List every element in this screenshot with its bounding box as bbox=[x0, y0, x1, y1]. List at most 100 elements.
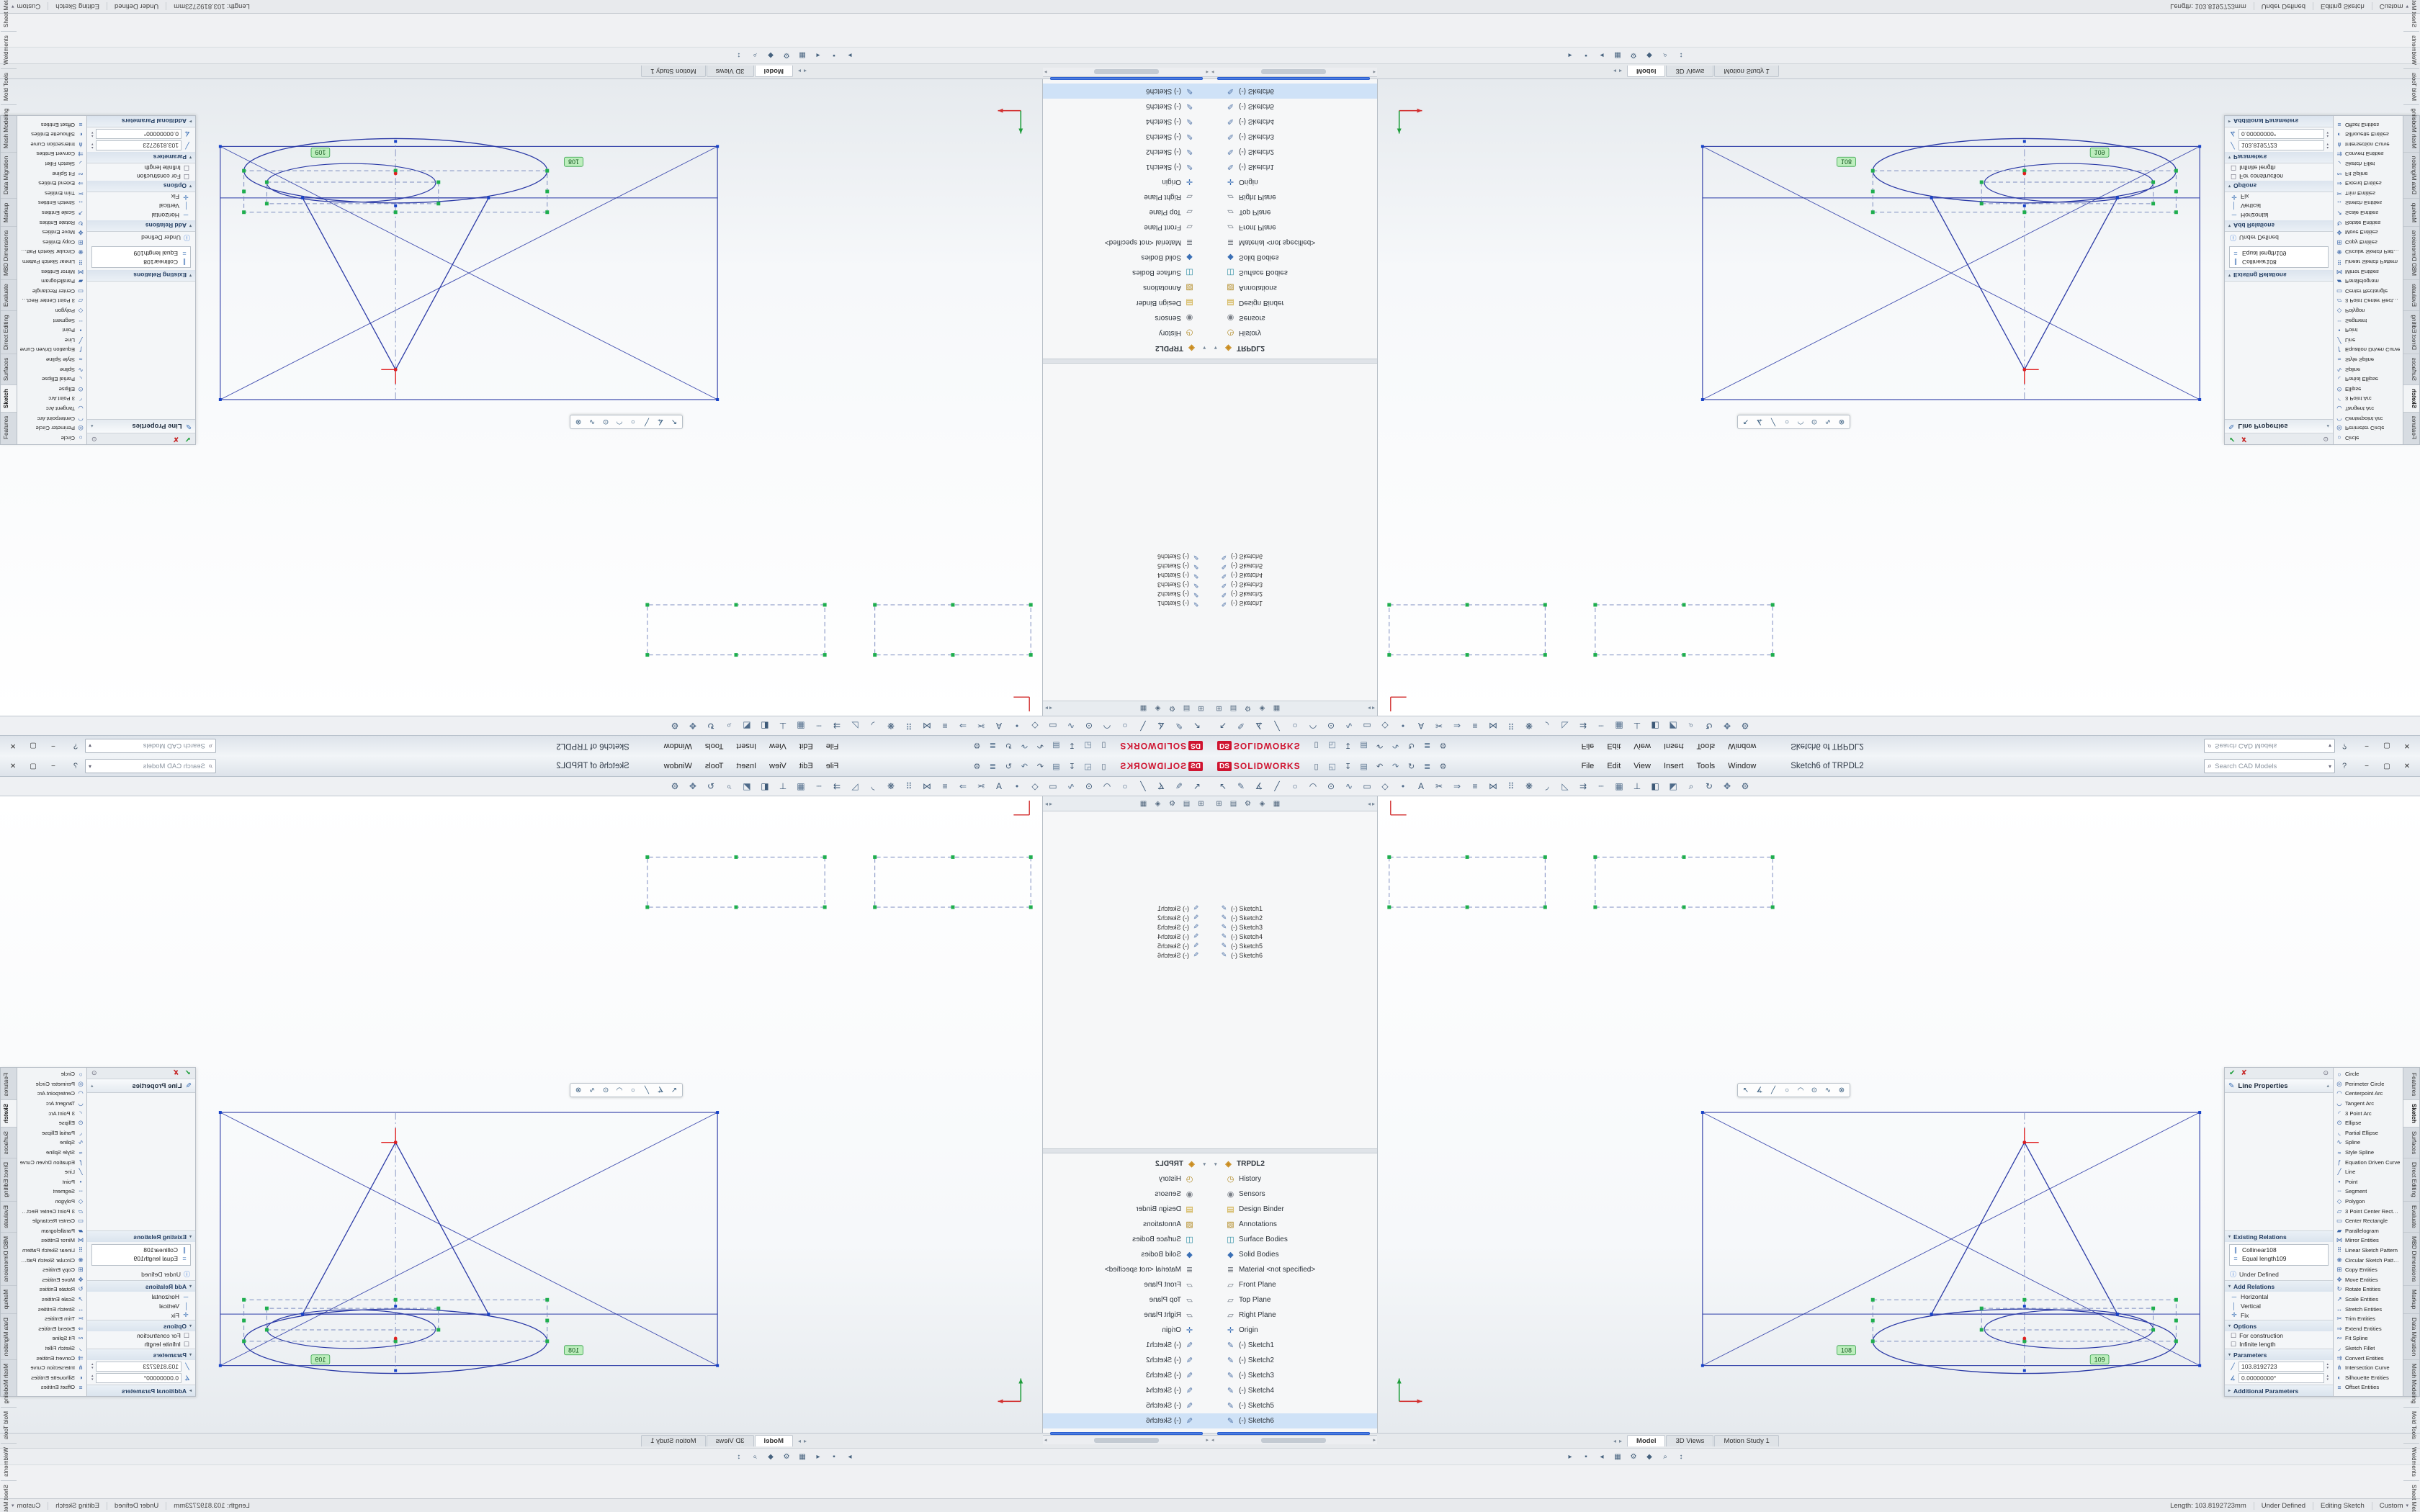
sketch-tool-item[interactable]: ○ Circle bbox=[2334, 1069, 2403, 1079]
toolbar-icon[interactable]: ∡ bbox=[1255, 781, 1263, 791]
sketch-tool-item[interactable]: ≈ Style Spline bbox=[17, 355, 86, 365]
motion-toolbar-icon[interactable]: ▪ bbox=[1585, 1452, 1587, 1461]
menu-item[interactable]: Tools bbox=[1696, 742, 1716, 750]
toolbar-icon[interactable]: A bbox=[996, 781, 1003, 791]
context-toolbar-icon[interactable]: ⊗ bbox=[575, 1086, 582, 1094]
parameter-field[interactable]: ∡ 0.00000000° ▴▾ bbox=[2229, 1373, 2329, 1383]
panel-scroll-arrows[interactable]: ◂▸ bbox=[1368, 801, 1375, 807]
toolbar-icon[interactable]: ❋ bbox=[887, 721, 895, 731]
sketch-tool-item[interactable]: ↻ Rotate Entities bbox=[2334, 217, 2403, 228]
motion-toolbar-icon[interactable]: ↕ bbox=[737, 1452, 741, 1461]
toolbar-icon[interactable]: ✂ bbox=[1435, 721, 1443, 731]
window-control-button[interactable]: ✕ bbox=[2403, 742, 2411, 750]
toolbar-icon[interactable]: ⋈ bbox=[923, 781, 931, 791]
sketch-tool-item[interactable]: ƒ Equation Driven Curve bbox=[2334, 1157, 2403, 1167]
tree-item[interactable]: ◆ Solid Bodies bbox=[1043, 250, 1210, 265]
tree-item[interactable]: ▤ Design Binder bbox=[1043, 1202, 1210, 1217]
tree-item[interactable]: ▱ Right Plane bbox=[1043, 1308, 1210, 1323]
menu-item[interactable]: Edit bbox=[1607, 742, 1621, 750]
toolbar-icon[interactable]: • bbox=[1015, 721, 1019, 731]
menu-item[interactable]: Window bbox=[1728, 742, 1757, 750]
commandmanager-tab[interactable]: Direct Editing bbox=[1, 310, 17, 354]
toolbar-icon[interactable]: ◞ bbox=[871, 721, 875, 731]
toolbar-icon[interactable]: ◠ bbox=[1103, 721, 1111, 731]
tree-item[interactable]: ✎ (-) Sketch2 bbox=[1043, 590, 1210, 599]
add-relation-button[interactable]: ─ Horizontal bbox=[87, 1292, 195, 1301]
tree-item[interactable]: ✎ (-) Sketch6 bbox=[1043, 1413, 1210, 1428]
motion-toolbar-icon[interactable]: ⚙ bbox=[783, 1452, 790, 1461]
tree-item[interactable]: ✎ (-) Sketch2 bbox=[1210, 590, 1377, 599]
sketch-tool-item[interactable]: ◎ Perimeter Circle bbox=[17, 423, 86, 433]
search-dropdown-icon[interactable]: ▾ bbox=[89, 742, 92, 750]
quick-access-icon[interactable]: ↻ bbox=[1005, 762, 1013, 771]
collapse-chevron-icon[interactable]: ▴ bbox=[91, 423, 94, 428]
rollback-bar[interactable] bbox=[1050, 77, 1203, 80]
sketch-tool-item[interactable]: ◟ Partial Ellipse bbox=[17, 1128, 86, 1138]
cancel-button[interactable]: ✘ bbox=[2241, 435, 2247, 443]
document-tab[interactable]: 3D Views bbox=[1666, 66, 1714, 77]
sketch-tool-item[interactable]: ✂ Trim Entities bbox=[2334, 1314, 2403, 1324]
commandmanager-tab[interactable]: Direct Editing bbox=[2403, 1158, 2419, 1202]
toolbar-icon[interactable]: ○ bbox=[1292, 721, 1298, 731]
sketch-tool-item[interactable]: ○ Circle bbox=[2334, 433, 2403, 443]
option-checkbox-row[interactable]: ☐ For construction bbox=[2225, 172, 2333, 181]
sketch-tool-item[interactable]: ▱ 3 Point Center Rectangle bbox=[2334, 296, 2403, 306]
sketch-tool-item[interactable]: ⠿ Linear Sketch Pattern bbox=[17, 257, 86, 267]
toolbar-icon[interactable]: ◠ bbox=[1309, 721, 1317, 731]
tree-item[interactable]: ✛ Origin bbox=[1043, 1323, 1210, 1338]
sketch-tool-item[interactable]: ◜ 3 Point Arc bbox=[2334, 394, 2403, 404]
sketch-tool-item[interactable]: ⇒ Extend Entities bbox=[2334, 1323, 2403, 1333]
selection-handles-upper[interactable] bbox=[645, 603, 1033, 657]
motion-toolbar-icon[interactable]: ▪ bbox=[833, 51, 835, 60]
tree-item[interactable]: ▱ Front Plane bbox=[1210, 1277, 1377, 1292]
panel-tab-icon[interactable]: ⚙ bbox=[1169, 799, 1175, 808]
commandmanager-tab[interactable]: Features bbox=[1, 1069, 17, 1101]
tree-item[interactable]: ▤ Design Binder bbox=[1043, 295, 1210, 310]
tree-item[interactable]: ✎ (-) Sketch2 bbox=[1043, 913, 1210, 922]
quick-access-icon[interactable]: ≣ bbox=[989, 762, 997, 771]
sketch-tool-item[interactable]: ○ Circle bbox=[17, 433, 86, 443]
commandmanager-tab[interactable]: Markup bbox=[1, 1286, 17, 1314]
motion-toolbar-icon[interactable]: ⚙ bbox=[1630, 1452, 1637, 1461]
toolbar-icon[interactable]: ⊙ bbox=[1085, 721, 1093, 731]
toolbar-icon[interactable]: ⌕ bbox=[726, 721, 732, 732]
toolbar-icon[interactable]: ⇒ bbox=[959, 721, 967, 731]
quick-access-icon[interactable]: ⚙ bbox=[973, 741, 981, 750]
sketch-tool-item[interactable]: ◠ Centerpoint Arc bbox=[2334, 1089, 2403, 1099]
sketch-tool-item[interactable]: ⋔ Intersection Curve bbox=[2334, 1363, 2403, 1373]
toolbar-icon[interactable]: ∡ bbox=[1157, 781, 1165, 791]
tree-item[interactable]: ✎ (-) Sketch6 bbox=[1043, 950, 1210, 960]
options-header[interactable]: ▾ Options bbox=[2225, 1320, 2333, 1331]
tree-item[interactable]: ✎ (-) Sketch3 bbox=[1210, 129, 1377, 144]
toolbar-icon[interactable]: • bbox=[1015, 781, 1019, 791]
tree-item[interactable]: ✎ (-) Sketch2 bbox=[1210, 913, 1377, 922]
motion-toolbar-icon[interactable]: ⌕ bbox=[1663, 51, 1667, 60]
relation-tag-108[interactable]: 108 bbox=[564, 1345, 583, 1356]
sketch-tool-item[interactable]: ≈ Style Spline bbox=[17, 1148, 86, 1158]
sketch-tool-item[interactable]: ◜ 3 Point Arc bbox=[17, 1108, 86, 1118]
toolbar-icon[interactable]: ⇉ bbox=[833, 781, 841, 791]
panel-horizontal-scrollbar[interactable]: ◂ ▸ bbox=[1210, 1435, 1377, 1444]
option-checkbox-row[interactable]: ☐ Infinite length bbox=[2225, 163, 2333, 172]
toolbar-icon[interactable]: A bbox=[996, 721, 1003, 731]
search-box[interactable]: ⌕ Search CAD Models ▾ bbox=[2204, 739, 2335, 753]
sketch-tool-item[interactable]: ⇒ Extend Entities bbox=[17, 179, 86, 189]
toolbar-icon[interactable]: ⠿ bbox=[1507, 781, 1515, 791]
tree-item[interactable]: ✎ (-) Sketch6 bbox=[1043, 84, 1210, 99]
additional-parameters-header[interactable]: ▸ Additional Parameters bbox=[2225, 116, 2333, 127]
sketch-tool-item[interactable]: ▭ Center Rectangle bbox=[2334, 287, 2403, 297]
sketch-tool-item[interactable]: ⇒ Extend Entities bbox=[17, 1323, 86, 1333]
quick-access-icon[interactable]: ↶ bbox=[1376, 741, 1384, 750]
sketch-tool-item[interactable]: ⇒ Extend Entities bbox=[2334, 179, 2403, 189]
panel-horizontal-scrollbar[interactable]: ◂ ▸ bbox=[1043, 1435, 1210, 1444]
sketch-tool-item[interactable]: ❋ Circular Sketch Pattern bbox=[17, 247, 86, 257]
motion-toolbar-icon[interactable]: ▪ bbox=[1585, 51, 1587, 60]
toolbar-icon[interactable]: ✎ bbox=[1237, 721, 1245, 731]
sketch-tool-item[interactable]: ◐ Silhouette Entities bbox=[17, 1372, 86, 1382]
sketch-tool-item[interactable]: ❋ Circular Sketch Pattern bbox=[2334, 247, 2403, 257]
commandmanager-tab[interactable]: MBD Dimensions bbox=[2403, 225, 2419, 279]
checkbox-icon[interactable]: ☐ bbox=[2231, 1331, 2237, 1339]
relation-tag-108[interactable]: 108 bbox=[1837, 1345, 1856, 1356]
tree-item[interactable]: ▱ Right Plane bbox=[1210, 1308, 1377, 1323]
selection-handles-ellipse[interactable] bbox=[1870, 1297, 2178, 1344]
